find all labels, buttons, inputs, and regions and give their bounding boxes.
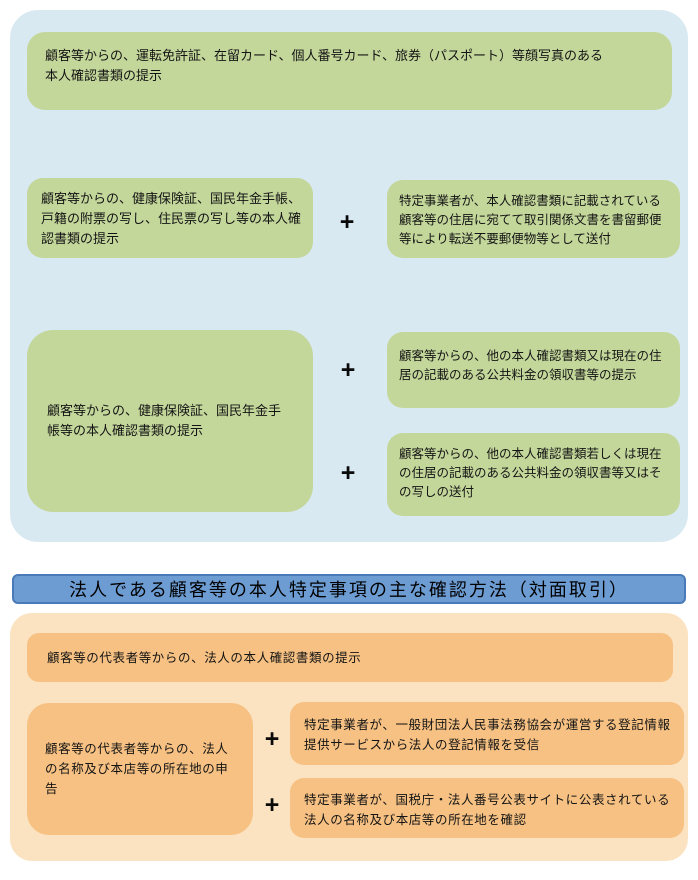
name-address-declaration-text: 顧客等の代表者等からの、法人の名称及び本店等の所在地の申告 — [45, 742, 229, 796]
plus-icon: + — [333, 355, 363, 385]
other-docs-sending-box: 顧客等からの、他の本人確認書類若しくは現在の住居の記載のある公共料金の領収書等又… — [387, 433, 680, 516]
plus-icon: + — [333, 458, 363, 488]
registry-info-service-text: 特定事業者が、一般財団法人民事法務協会が運営する登記情報提供サービスから法人の登… — [304, 718, 671, 752]
health-insurance-docs-box: 顧客等からの、健康保険証、国民年金手帳、戸籍の附票の写し、住民票の写し等の本人確… — [27, 178, 313, 258]
health-insurance-short-text: 顧客等からの、健康保険証、国民年金手帳等の本人確認書類の提示 — [47, 403, 282, 438]
photo-id-presentation-box: 顧客等からの、運転免許証、在留カード、個人番号カード、旅券（パスポート）等顔写真… — [27, 32, 672, 110]
corporate-id-docs-box: 顧客等の代表者等からの、法人の本人確認書類の提示 — [27, 633, 673, 682]
other-docs-presentation-text: 顧客等からの、他の本人確認書類又は現在の住居の記載のある公共料金の領収書等の提示 — [399, 349, 662, 382]
corporate-section-header: 法人である顧客等の本人特定事項の主な確認方法（対面取引） — [12, 574, 686, 604]
corporate-number-site-box: 特定事業者が、国税庁・法人番号公表サイトに公表されている法人の名称及び本店等の所… — [290, 778, 684, 838]
photo-id-presentation-text: 顧客等からの、運転免許証、在留カード、個人番号カード、旅券（パスポート）等顔写真… — [45, 48, 603, 83]
corporate-number-site-text: 特定事業者が、国税庁・法人番号公表サイトに公表されている法人の名称及び本店等の所… — [304, 793, 671, 827]
plus-icon: + — [332, 207, 362, 237]
plus-icon: + — [257, 790, 287, 820]
corporate-section-title: 法人である顧客等の本人特定事項の主な確認方法（対面取引） — [69, 580, 629, 600]
mail-forwarding-box: 特定事業者が、本人確認書類に記載されている顧客等の住居に宛てて取引関係文書を書留… — [387, 180, 680, 258]
registry-info-service-box: 特定事業者が、一般財団法人民事法務協会が運営する登記情報提供サービスから法人の登… — [290, 702, 684, 765]
name-address-declaration-box: 顧客等の代表者等からの、法人の名称及び本店等の所在地の申告 — [27, 703, 253, 835]
plus-glyph: + — [340, 355, 356, 384]
mail-forwarding-text: 特定事業者が、本人確認書類に記載されている顧客等の住居に宛てて取引関係文書を書留… — [399, 194, 662, 246]
plus-glyph: + — [340, 458, 356, 487]
health-insurance-docs-text: 顧客等からの、健康保険証、国民年金手帳、戸籍の附票の写し、住民票の写し等の本人確… — [41, 191, 302, 246]
plus-icon: + — [257, 724, 287, 754]
other-docs-sending-text: 顧客等からの、他の本人確認書類若しくは現在の住居の記載のある公共料金の領収書等又… — [399, 447, 662, 499]
plus-glyph: + — [264, 790, 280, 819]
corporate-id-docs-text: 顧客等の代表者等からの、法人の本人確認書類の提示 — [47, 650, 362, 665]
plus-glyph: + — [264, 724, 280, 753]
plus-glyph: + — [339, 207, 355, 236]
other-docs-presentation-box: 顧客等からの、他の本人確認書類又は現在の住居の記載のある公共料金の領収書等の提示 — [387, 332, 680, 408]
individual-verification-panel: 顧客等からの、運転免許証、在留カード、個人番号カード、旅券（パスポート）等顔写真… — [10, 10, 688, 542]
health-insurance-short-box: 顧客等からの、健康保険証、国民年金手帳等の本人確認書類の提示 — [27, 330, 313, 512]
corporate-verification-panel: 顧客等の代表者等からの、法人の本人確認書類の提示 顧客等の代表者等からの、法人の… — [10, 613, 688, 861]
